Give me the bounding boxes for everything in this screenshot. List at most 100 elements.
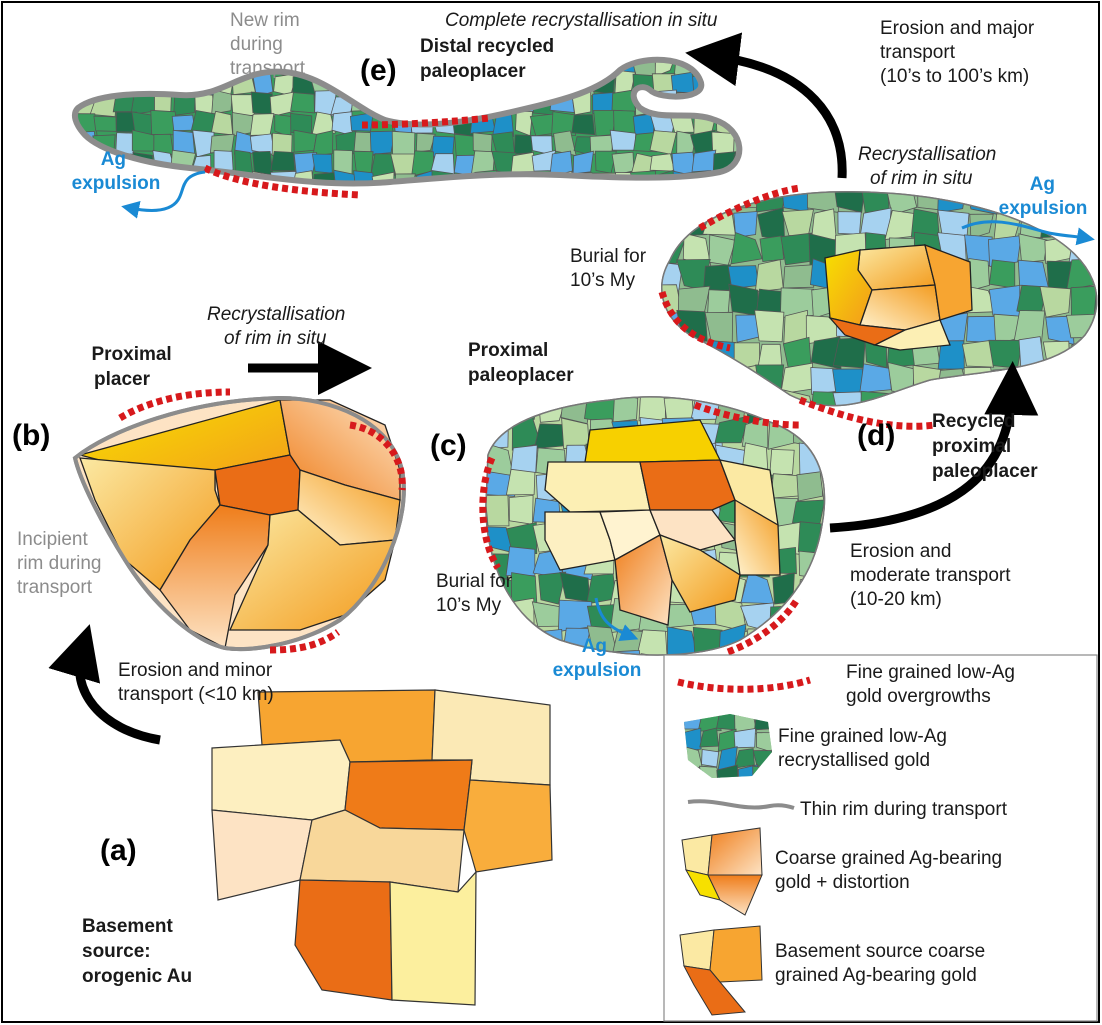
arrow-a-to-b [48,624,161,745]
mosaic-grain [93,115,117,132]
label-a-to-b: Erosion and minor transport (<10 km) [118,660,277,705]
mosaic-grain [1042,340,1070,367]
mosaic-grain [699,765,722,778]
mosaic-grain [732,364,760,398]
note-new-rim: New rim during transport [230,10,306,79]
mosaic-grain [826,449,845,477]
mosaic-grain [211,194,235,215]
overgrowth-e-bottom [203,164,361,199]
mosaic-grain [1092,236,1097,266]
mosaic-grain [810,391,842,406]
mosaic-grain [1091,365,1097,390]
mosaic-grain [530,70,553,96]
overgrowth-rims [118,114,936,656]
legend-label-basement-coarse: Basement source coarse grained Ag-bearin… [775,941,990,986]
ag-label-e: Ag expulsion [72,149,161,194]
mosaic-grain [133,59,157,76]
mosaic-grain [411,193,437,213]
mosaic-grain [654,59,677,77]
mosaic-grain [510,151,536,174]
proximal-placer-grain [72,395,406,652]
mosaic-grain [1018,416,1049,448]
mosaic-grain [291,194,314,216]
mosaic-grain [832,391,865,406]
legend-item-thin-rim: Thin rim during transport [687,799,1008,820]
mosaic-grain [493,193,516,213]
mosaic-grain [703,191,735,213]
mosaic-grain [793,602,825,630]
basement-grain-cluster [211,689,553,1006]
mosaic-grain [629,170,657,184]
mosaic-grain [780,232,814,266]
mosaic-grain [797,521,825,554]
mosaic-grain [611,151,635,176]
mosaic-grain [987,235,1022,267]
mosaic-grain [661,207,686,237]
mosaic-grain [233,196,257,215]
mosaic-grain [312,130,334,157]
mosaic-grain [710,73,737,92]
mosaic-grain [249,113,275,136]
mosaic-grain [714,597,747,633]
label-d-to-e: Erosion and major transport (10’s to 100… [880,18,1039,87]
mosaic-grain [730,175,740,184]
mosaic-grain [961,340,995,368]
panel-letters: (a) (b) (c) (d) (e) [12,54,895,867]
mosaic-grain [254,191,276,216]
label-e-complete: Complete recrystallisation in situ [445,10,718,31]
mosaic-grain [795,631,820,655]
mosaic-grain [695,90,718,118]
recycled-proximal-paleoplacer-grain [661,191,1102,448]
mosaic-grain [111,59,135,77]
mosaic-grain [152,69,174,95]
mosaic-grain [672,194,697,216]
mosaic-grain [754,309,785,343]
mosaic-grain [727,191,759,209]
mosaic-grain [485,494,510,527]
mosaic-grain [485,624,515,655]
mosaic-grain [415,132,436,153]
mosaic-grain [270,150,296,172]
mosaic-grain [966,315,997,344]
burial-c: Burial for 10’s My [436,571,517,616]
mosaic-grain [1070,418,1097,442]
mosaic-grain [1092,418,1102,447]
overgrowth-c-bottom [726,596,802,656]
mosaic-grain [733,728,756,749]
mosaic-grain [733,211,758,238]
legend-item-coarse-distortion: Coarse grained Ag-bearing gold + distort… [681,827,1002,916]
mosaic-grain [390,89,414,117]
mosaic-grain [692,191,711,215]
mosaic-grain [818,494,825,528]
mosaic-grain [210,110,234,136]
panel-letter-a: (a) [100,834,137,867]
mosaic-grain [655,190,672,215]
mosaic-grain [678,362,710,393]
mosaic-grain [732,91,740,114]
ag-arrow-e [121,170,206,219]
overgrowth-b-bottom [269,629,341,654]
mosaic-grain [859,363,892,394]
mosaic-grain [485,469,516,497]
mosaic-grain [505,468,536,496]
mosaic-grain [969,213,994,240]
mosaic-grain [90,194,117,215]
mosaic-grain [820,546,825,579]
mosaic-grain [884,191,918,216]
mosaic-grain [250,91,274,116]
rim-notes: Incipient rim during transport New rim d… [17,10,306,598]
mosaic-grain [733,748,755,769]
mosaic-grain [74,59,98,76]
mosaic-grain [1066,362,1097,393]
mosaic-grain [837,211,862,235]
mosaic-grain [753,72,774,95]
mosaic-grain [532,628,564,655]
mosaic-grain [612,190,634,212]
mosaic-grain [730,70,740,98]
legend: Fine grained low-Ag gold overgrowths Fin… [663,654,1098,1022]
overgrowth-d-left [658,290,731,352]
ag-label-d: Ag expulsion [999,174,1088,219]
mosaic-grain [510,396,539,423]
ag-label-c: Ag expulsion [553,636,642,681]
